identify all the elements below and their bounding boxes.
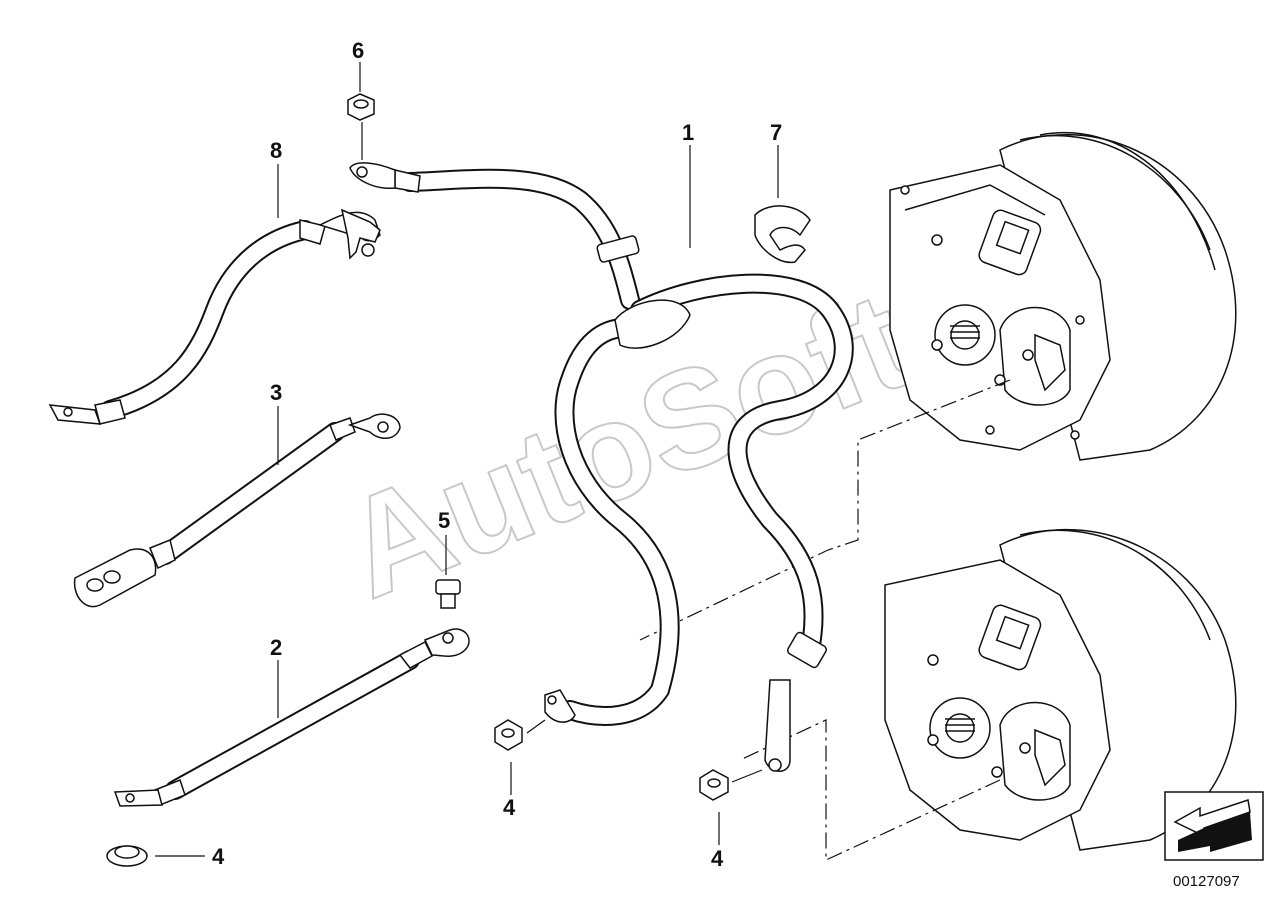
- leader-lines: [155, 62, 779, 857]
- callout-2: 2: [270, 635, 282, 660]
- callout-4-bottom: 4: [212, 844, 225, 869]
- cable-part-8: [48, 208, 381, 425]
- callout-4-left: 4: [503, 795, 516, 820]
- cable-part-3: [73, 413, 401, 608]
- alternator-upper-illustration: [889, 131, 1237, 461]
- grommet-part-4: [106, 845, 148, 867]
- nut-part-4-right: [699, 769, 729, 801]
- callout-1: 1: [682, 120, 694, 145]
- clip-part-7: [754, 205, 811, 264]
- callout-6: 6: [352, 38, 364, 63]
- nut-part-4-left: [494, 719, 523, 751]
- callout-5: 5: [438, 508, 450, 533]
- nut-part-6: [347, 93, 375, 121]
- callout-4-right: 4: [711, 846, 724, 871]
- bolt-part-5: [435, 579, 461, 609]
- callout-labels: 1 2 3 4 4 4 5 6 7 8: [212, 38, 782, 871]
- callout-7: 7: [770, 120, 782, 145]
- alternator-lower-illustration: [884, 528, 1237, 851]
- main-cable-harness: [349, 162, 854, 772]
- orientation-arrow-box: [1164, 791, 1264, 861]
- callout-8: 8: [270, 138, 282, 163]
- callout-3: 3: [270, 380, 282, 405]
- catalog-number: 00127097: [1173, 873, 1240, 890]
- cable-part-2: [113, 628, 470, 807]
